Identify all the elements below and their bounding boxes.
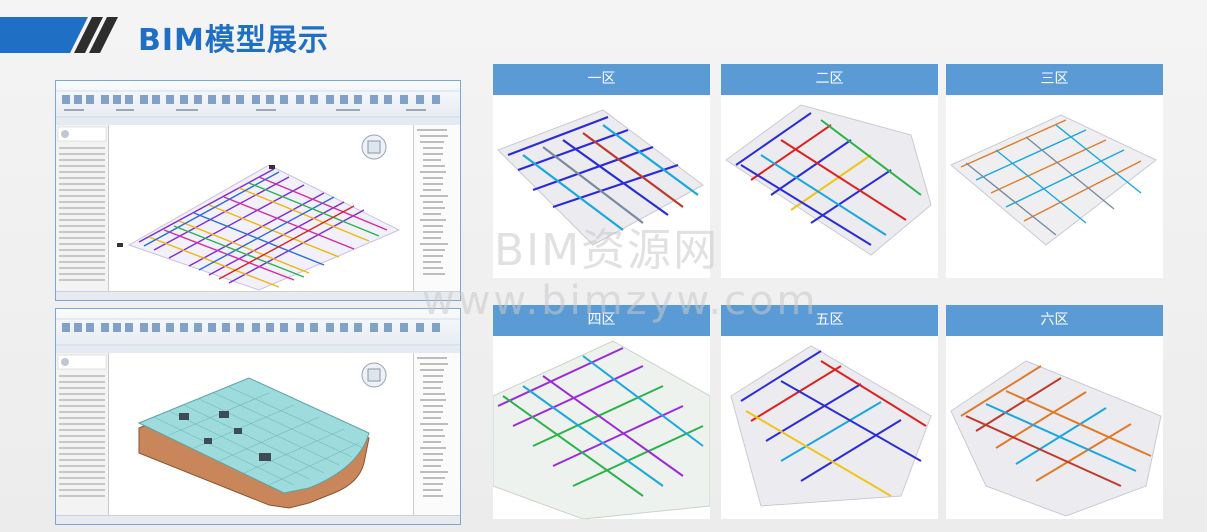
- zone-header: 六区: [946, 305, 1163, 336]
- ribbon-toolbar: [56, 81, 460, 126]
- title-slash-bar: [0, 17, 118, 53]
- ribbon-toolbar: [56, 309, 460, 354]
- revit-screenshot-architecture: [55, 308, 461, 525]
- zone-tile-3[interactable]: 三区: [946, 64, 1163, 278]
- zone-header: 五区: [721, 305, 938, 336]
- zone-model-image: [725, 104, 932, 256]
- zone-tile-2[interactable]: 二区: [721, 64, 938, 278]
- zone-model-image: [497, 109, 704, 246]
- model-viewport-architecture[interactable]: [109, 353, 413, 516]
- zone-tile-4[interactable]: 四区: [493, 305, 710, 519]
- zone-header: 四区: [493, 305, 710, 336]
- zone-tile-6[interactable]: 六区: [946, 305, 1163, 519]
- zone-tile-5[interactable]: 五区: [721, 305, 938, 519]
- zone-tile-1[interactable]: 一区: [493, 64, 710, 278]
- zone-header: 三区: [946, 64, 1163, 95]
- viewcube-icon: [361, 134, 387, 160]
- zone-header: 一区: [493, 64, 710, 95]
- page-title: BIM模型展示: [138, 23, 329, 58]
- zone-header: 二区: [721, 64, 938, 95]
- viewcube-icon: [361, 362, 387, 388]
- zone-model-image: [730, 345, 932, 507]
- project-browser: [413, 125, 460, 292]
- zone-model-image: [950, 360, 1162, 517]
- status-bar: [56, 291, 460, 300]
- revit-screenshot-mep: [55, 80, 461, 301]
- properties-panel: [56, 353, 109, 516]
- zone-model-image: [493, 340, 710, 519]
- status-bar: [56, 515, 460, 524]
- zone-model-image: [950, 114, 1157, 246]
- project-browser: [413, 353, 460, 516]
- properties-panel: [56, 125, 109, 292]
- model-viewport-mep[interactable]: [109, 125, 413, 292]
